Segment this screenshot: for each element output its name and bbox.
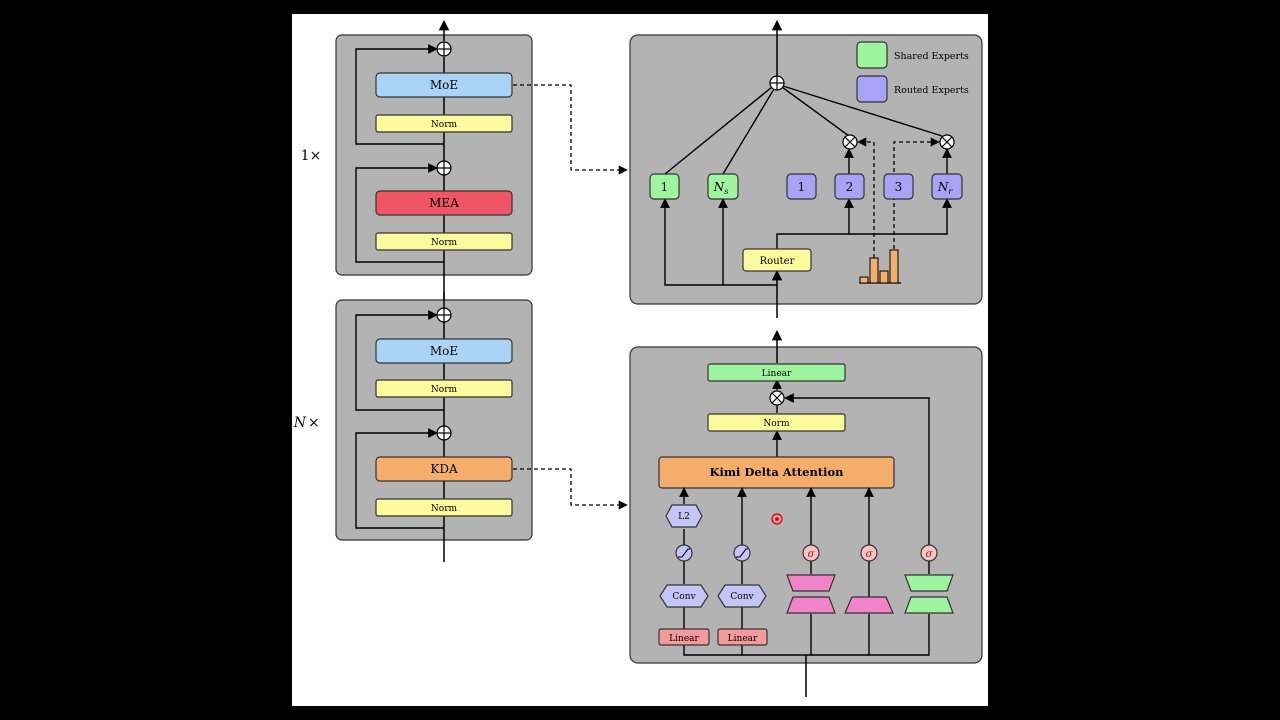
- norm-label: Norm: [431, 238, 458, 248]
- routed-expert-label: 1: [798, 180, 806, 194]
- sigma-node: [802, 544, 820, 562]
- conv-label: Conv: [672, 592, 696, 602]
- sum-add-icon: [769, 75, 785, 91]
- linear-label: Linear: [728, 634, 758, 644]
- conv-hexagon: [659, 584, 709, 608]
- residual-add-icon: [436, 41, 452, 57]
- pink-trapezoid-bottom: [786, 596, 836, 614]
- legend-routed-swatch: [856, 75, 888, 103]
- sigma-label: σ: [926, 549, 934, 560]
- l2-label: L2: [678, 512, 690, 522]
- router-scores-histogram-icon: [859, 249, 901, 284]
- kimi-delta-attention-box: [658, 456, 895, 489]
- residual-add-icon: [436, 425, 452, 441]
- linear-k-box: [717, 628, 768, 646]
- kimi-delta-attention-label: Kimi Delta Attention: [709, 465, 844, 479]
- repeat-count-x: ×: [308, 415, 320, 431]
- activation-icon: [675, 544, 693, 562]
- repeat-count-n: N: [293, 415, 307, 431]
- l2-hexagon: [665, 504, 703, 528]
- sigma-label: σ: [866, 549, 874, 560]
- routed-expert-label: 3: [895, 180, 903, 194]
- linear-out-label: Linear: [762, 369, 792, 379]
- residual-add-icon: [436, 307, 452, 323]
- kda-norm-box: [707, 413, 846, 432]
- legend-shared-label: Shared Experts: [894, 51, 969, 62]
- mea-label: MEA: [429, 196, 459, 210]
- routed-expert-1: [786, 173, 817, 200]
- moe-box: [375, 338, 513, 364]
- kda-expansion-connector: [513, 468, 628, 510]
- moe-label: MoE: [430, 344, 458, 358]
- routed-expert-label: Nr: [937, 180, 954, 196]
- legend-shared-swatch: [856, 41, 888, 69]
- activation-icon: [733, 544, 751, 562]
- sigma-node: [920, 544, 938, 562]
- pink-trapezoid-top: [786, 574, 836, 592]
- pink-trapezoid: [844, 596, 894, 614]
- cursor-marker-icon: [771, 513, 783, 525]
- routed-expert-label: 2: [846, 180, 854, 194]
- kda-detail-panel: Linear Norm Kimi Delta Attention L2 Conv…: [629, 329, 983, 697]
- kda-norm-label: Norm: [763, 419, 790, 429]
- shared-expert-label: 1: [661, 180, 669, 194]
- multiply-icon: [939, 134, 955, 150]
- norm-box: [375, 114, 513, 133]
- router-box: [742, 248, 812, 272]
- kda-label: KDA: [430, 462, 458, 476]
- router-label: Router: [760, 256, 795, 267]
- norm-box: [375, 498, 513, 517]
- mea-box: [375, 190, 513, 216]
- conv-hexagon: [717, 584, 767, 608]
- norm-box: [375, 232, 513, 251]
- legend-routed-label: Routed Experts: [894, 85, 969, 96]
- left-top-block: MoE Norm MEA Norm: [335, 19, 533, 300]
- moe-label: MoE: [430, 78, 458, 92]
- norm-label: Norm: [431, 504, 458, 514]
- shared-expert-1: [649, 173, 680, 200]
- linear-label: Linear: [669, 634, 699, 644]
- multiply-icon: [842, 134, 858, 150]
- green-trapezoid-top: [904, 574, 954, 592]
- linear-q-box: [658, 628, 710, 646]
- norm-box: [375, 379, 513, 398]
- multiply-icon: [769, 390, 785, 406]
- linear-out-box: [707, 363, 846, 382]
- routed-expert-nr: [931, 173, 963, 200]
- shared-expert-ns: [707, 173, 739, 200]
- norm-label: Norm: [431, 385, 458, 395]
- norm-label: Norm: [431, 120, 458, 130]
- left-bottom-block: MoE Norm KDA Norm: [335, 292, 533, 562]
- kda-box: [375, 456, 513, 482]
- routed-expert-3: [883, 173, 914, 200]
- moe-panel-bg: [629, 34, 983, 305]
- sigma-node: [860, 544, 878, 562]
- moe-detail-panel: 1 Ns 1 2 3 Nr Router Shared Experts Rout…: [629, 19, 983, 318]
- routed-expert-2: [834, 173, 865, 200]
- moe-box: [375, 72, 513, 98]
- residual-add-icon: [436, 160, 452, 176]
- shared-expert-label: Ns: [713, 180, 729, 196]
- sigma-label: σ: [808, 549, 816, 560]
- moe-expansion-connector: [513, 84, 628, 175]
- conv-label: Conv: [730, 592, 754, 602]
- green-trapezoid-bottom: [904, 596, 954, 614]
- repeat-count-top: 1×: [301, 148, 322, 164]
